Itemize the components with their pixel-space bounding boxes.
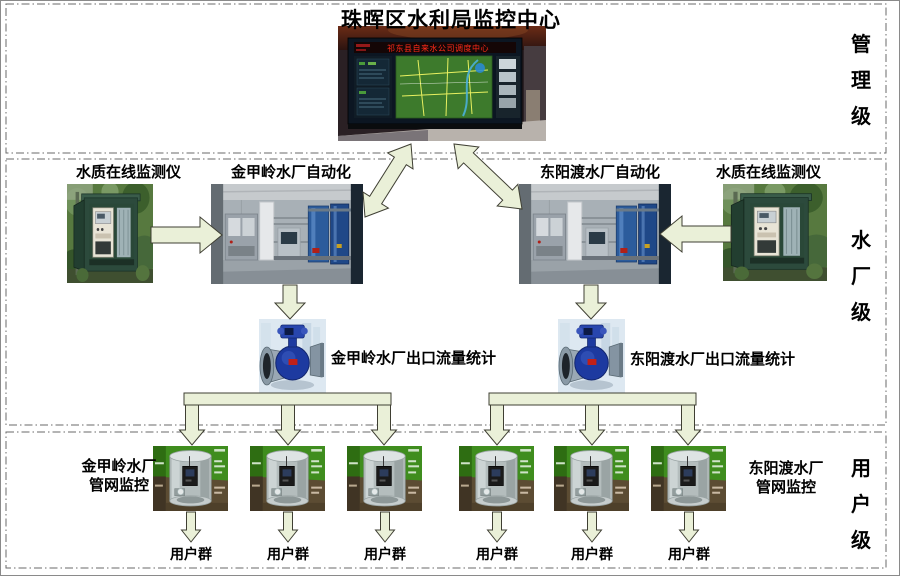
right-branch-arrow (578, 400, 606, 446)
control-room-photo: 祁东县自来水公司调度中心 (338, 26, 546, 141)
screen-marquee-text: 祁东县自来水公司调度中心 (387, 43, 489, 53)
right-plant-to-flowmeter-arrow (574, 284, 608, 320)
right-flow-stats-label: 东阳渡水厂出口流量统计 (630, 352, 796, 368)
pipe-network-monitor-photo (250, 446, 325, 511)
monitor-to-user-group-arrow (678, 511, 700, 543)
left-flow-meter-photo (259, 319, 326, 394)
level-label-user: 用户级 (851, 458, 871, 552)
pipe-network-monitor-photo (554, 446, 629, 511)
pipe-network-monitor-photo (651, 446, 726, 511)
left-branch-arrow (274, 400, 302, 446)
user-group-label: 用户群 (476, 548, 518, 563)
right-water-quality-monitor-photo (723, 184, 827, 281)
right-branch-arrow (483, 400, 511, 446)
right-branch-bar (488, 392, 697, 406)
left-network-label-line1: 金甲岭水厂 (81, 459, 157, 475)
monitor-to-user-group-arrow (486, 511, 508, 543)
center-to-right-plant-arrow (453, 143, 523, 210)
monitor-to-user-group-arrow (581, 511, 603, 543)
left-branch-bar (183, 392, 392, 406)
level-section-border (5, 431, 887, 569)
level-label-plant: 水厂级 (851, 230, 871, 324)
pipe-network-monitor-photo (459, 446, 534, 511)
right-network-label-line1: 东阳渡水厂 (748, 461, 824, 477)
monitor-to-user-group-arrow (180, 511, 202, 543)
user-group-label: 用户群 (170, 548, 212, 563)
left-branch-arrow (178, 400, 206, 446)
right-quality-monitor-label: 水质在线监测仪 (715, 165, 821, 181)
user-group-label: 用户群 (364, 548, 406, 563)
right-network-monitoring-label: 东阳渡水厂 管网监控 (736, 460, 836, 498)
monitor-to-user-group-arrow (374, 511, 396, 543)
monitor-to-user-group-arrow (277, 511, 299, 543)
left-branch-arrow (370, 400, 398, 446)
level-label-management: 管理级 (851, 34, 871, 128)
left-network-monitoring-label: 金甲岭水厂 管网监控 (69, 458, 169, 496)
left-quality-monitor-label: 水质在线监测仪 (75, 165, 181, 181)
right-network-label-line2: 管网监控 (755, 480, 816, 496)
user-group-label: 用户群 (668, 548, 710, 563)
right-plant-label: 东阳渡水厂自动化 (539, 165, 660, 181)
pipe-network-monitor-photo (347, 446, 422, 511)
user-group-label: 用户群 (267, 548, 309, 563)
diagram-title: 珠晖区水利局监控中心 (341, 8, 561, 32)
left-flow-stats-label: 金甲岭水厂出口流量统计 (331, 351, 497, 367)
left-plant-automation-photo (211, 184, 363, 284)
left-network-label-line2: 管网监控 (88, 478, 149, 494)
left-plant-label: 金甲岭水厂自动化 (230, 165, 351, 181)
right-branch-arrow (674, 400, 702, 446)
right-flow-meter-photo (558, 319, 625, 394)
user-group-label: 用户群 (571, 548, 613, 563)
right-plant-automation-photo (519, 184, 671, 284)
left-water-quality-monitor-photo (67, 184, 153, 283)
left-plant-to-flowmeter-arrow (273, 284, 307, 320)
